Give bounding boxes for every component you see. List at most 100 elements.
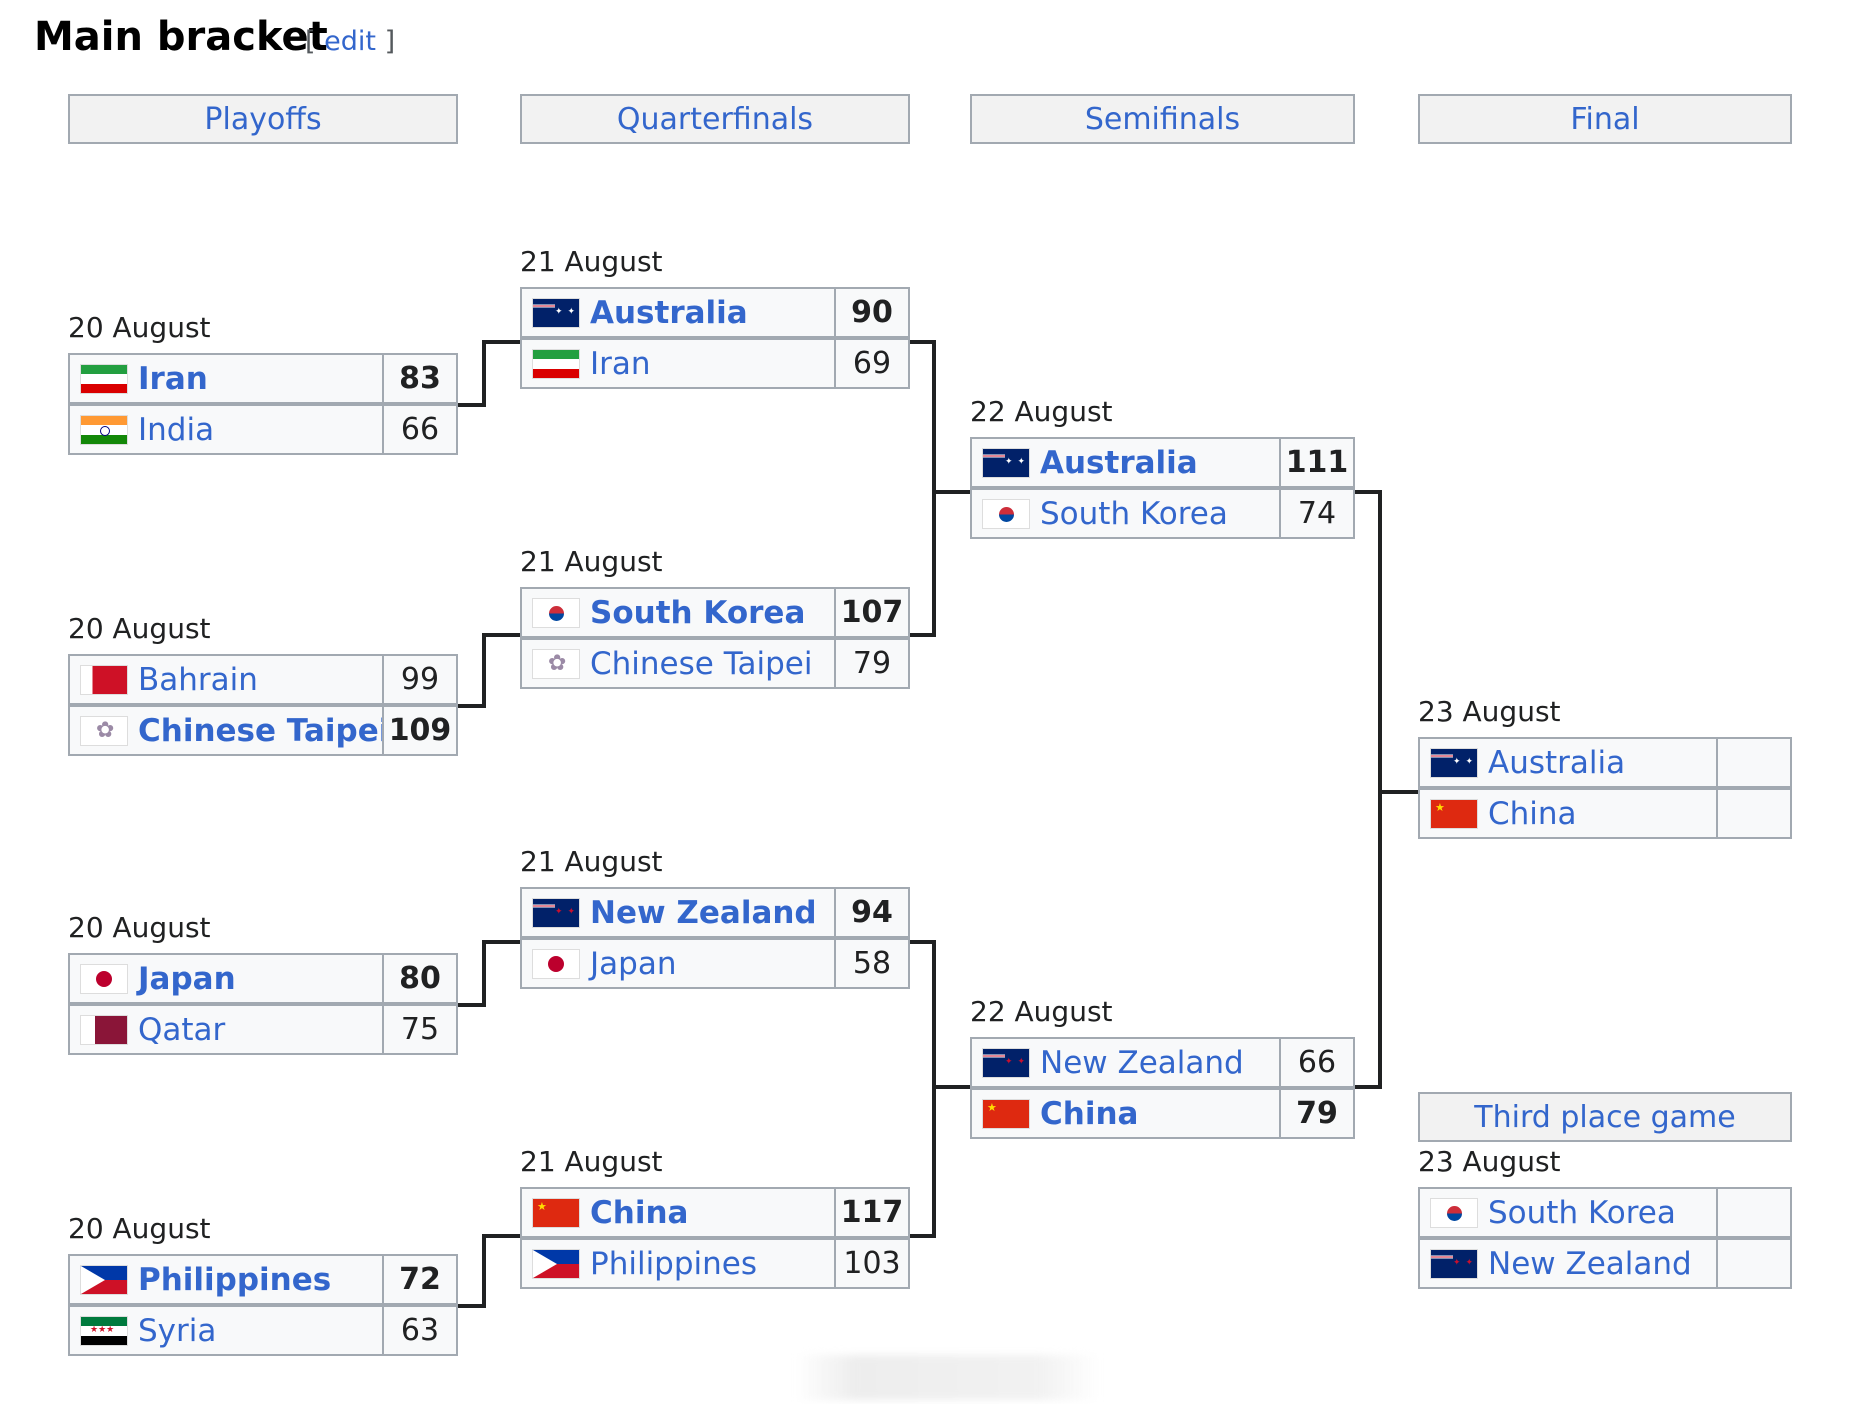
edit-bracket-open: [ [305, 26, 316, 57]
team-name-link[interactable]: Philippines [590, 1245, 758, 1282]
team-name-link[interactable]: China [590, 1194, 689, 1231]
team-score [1716, 790, 1790, 837]
team-name-link[interactable]: Bahrain [138, 661, 258, 698]
bahrain-flag-icon[interactable] [80, 664, 128, 695]
new-zealand-flag-icon[interactable] [982, 1047, 1030, 1078]
syria-flag-icon[interactable] [80, 1315, 128, 1346]
team-name-link[interactable]: Australia [590, 294, 748, 331]
new-zealand-flag-icon[interactable] [1430, 1248, 1478, 1279]
team-score [1716, 739, 1790, 786]
round-header-final: Final [1418, 94, 1792, 144]
team-name-link[interactable]: Qatar [138, 1011, 226, 1048]
team-row: Japan 80 [68, 953, 458, 1004]
team-score: 103 [834, 1240, 908, 1287]
team-name-link[interactable]: Chinese Taipei [590, 645, 813, 682]
team-name-link[interactable]: South Korea [590, 594, 806, 631]
team-cell: Syria [70, 1307, 382, 1354]
match-qf1: 21 AugustAustralia90Iran69 [520, 245, 910, 390]
chinese-taipei-flag-icon[interactable] [80, 715, 128, 746]
team-name-link[interactable]: Iran [590, 345, 651, 382]
team-name-link[interactable]: Australia [1488, 744, 1626, 781]
team-score: 107 [834, 589, 908, 636]
team-score [1716, 1189, 1790, 1236]
team-name-link[interactable]: South Korea [1040, 495, 1228, 532]
team-name-link[interactable]: Australia [1040, 444, 1198, 481]
team-row: Bahrain 99 [68, 654, 458, 705]
new-zealand-flag-icon[interactable] [532, 897, 580, 928]
qatar-flag-icon[interactable] [80, 1014, 128, 1045]
team-name-link[interactable]: New Zealand [1488, 1245, 1692, 1282]
team-cell: South Korea [972, 490, 1279, 537]
team-score: 69 [834, 340, 908, 387]
team-row: Australia [1418, 737, 1792, 788]
australia-flag-icon[interactable] [982, 447, 1030, 478]
team-cell: New Zealand [522, 889, 834, 936]
match-date: 22 August [970, 995, 1113, 1028]
team-name-link[interactable]: India [138, 411, 215, 448]
chinese-taipei-flag-icon[interactable] [532, 648, 580, 679]
china-flag-icon[interactable] [1430, 798, 1478, 829]
team-cell: Bahrain [70, 656, 382, 703]
team-name-link[interactable]: South Korea [1488, 1194, 1676, 1231]
japan-flag-icon[interactable] [532, 948, 580, 979]
team-score: 75 [382, 1006, 456, 1053]
team-score: 79 [834, 640, 908, 687]
match-date: 23 August [1418, 1145, 1561, 1178]
philippines-flag-icon[interactable] [532, 1248, 580, 1279]
south-korea-flag-icon[interactable] [532, 597, 580, 628]
team-row: Australia 90 [520, 287, 910, 338]
team-score: 99 [382, 656, 456, 703]
team-name-link[interactable]: China [1488, 795, 1577, 832]
match-qf4: 21 AugustChina117Philippines103 [520, 1145, 910, 1290]
team-row: Qatar 75 [68, 1004, 458, 1055]
philippines-flag-icon[interactable] [80, 1264, 128, 1295]
team-cell: China [972, 1090, 1279, 1137]
edit-bracket-close: ] [384, 26, 396, 57]
team-score: 94 [834, 889, 908, 936]
match-date: 20 August [68, 311, 211, 344]
team-row: China [1418, 788, 1792, 839]
china-flag-icon[interactable] [532, 1197, 580, 1228]
team-cell: Japan [522, 940, 834, 987]
team-cell: Chinese Taipei [70, 707, 382, 754]
south-korea-flag-icon[interactable] [1430, 1197, 1478, 1228]
edit-link[interactable]: edit [324, 26, 376, 57]
team-name-link[interactable]: Japan [138, 960, 236, 997]
team-score: 72 [382, 1256, 456, 1303]
section-title: Main bracket [34, 14, 328, 60]
australia-flag-icon[interactable] [1430, 747, 1478, 778]
team-cell: South Korea [1420, 1189, 1716, 1236]
team-score: 117 [834, 1189, 908, 1236]
edit-section: [ edit ] [305, 26, 395, 57]
match-date: 20 August [68, 911, 211, 944]
team-name-link[interactable]: Chinese Taipei [138, 712, 382, 749]
china-flag-icon[interactable] [982, 1098, 1030, 1129]
team-row: Philippines 72 [68, 1254, 458, 1305]
team-name-link[interactable]: Syria [138, 1312, 217, 1349]
team-score: 111 [1279, 439, 1353, 486]
australia-flag-icon[interactable] [532, 297, 580, 328]
team-score: 80 [382, 955, 456, 1002]
team-name-link[interactable]: New Zealand [590, 894, 817, 931]
team-name-link[interactable]: Iran [138, 360, 208, 397]
team-cell: Australia [1420, 739, 1716, 786]
iran-flag-icon[interactable] [80, 363, 128, 394]
iran-flag-icon[interactable] [532, 348, 580, 379]
team-name-link[interactable]: New Zealand [1040, 1044, 1244, 1081]
match-po4: 20 AugustPhilippines72Syria63 [68, 1212, 458, 1357]
india-flag-icon[interactable] [80, 414, 128, 445]
japan-flag-icon[interactable] [80, 963, 128, 994]
team-score: 90 [834, 289, 908, 336]
team-name-link[interactable]: Philippines [138, 1261, 332, 1298]
team-name-link[interactable]: Japan [590, 945, 677, 982]
south-korea-flag-icon[interactable] [982, 498, 1030, 529]
team-name-link[interactable]: China [1040, 1095, 1139, 1132]
